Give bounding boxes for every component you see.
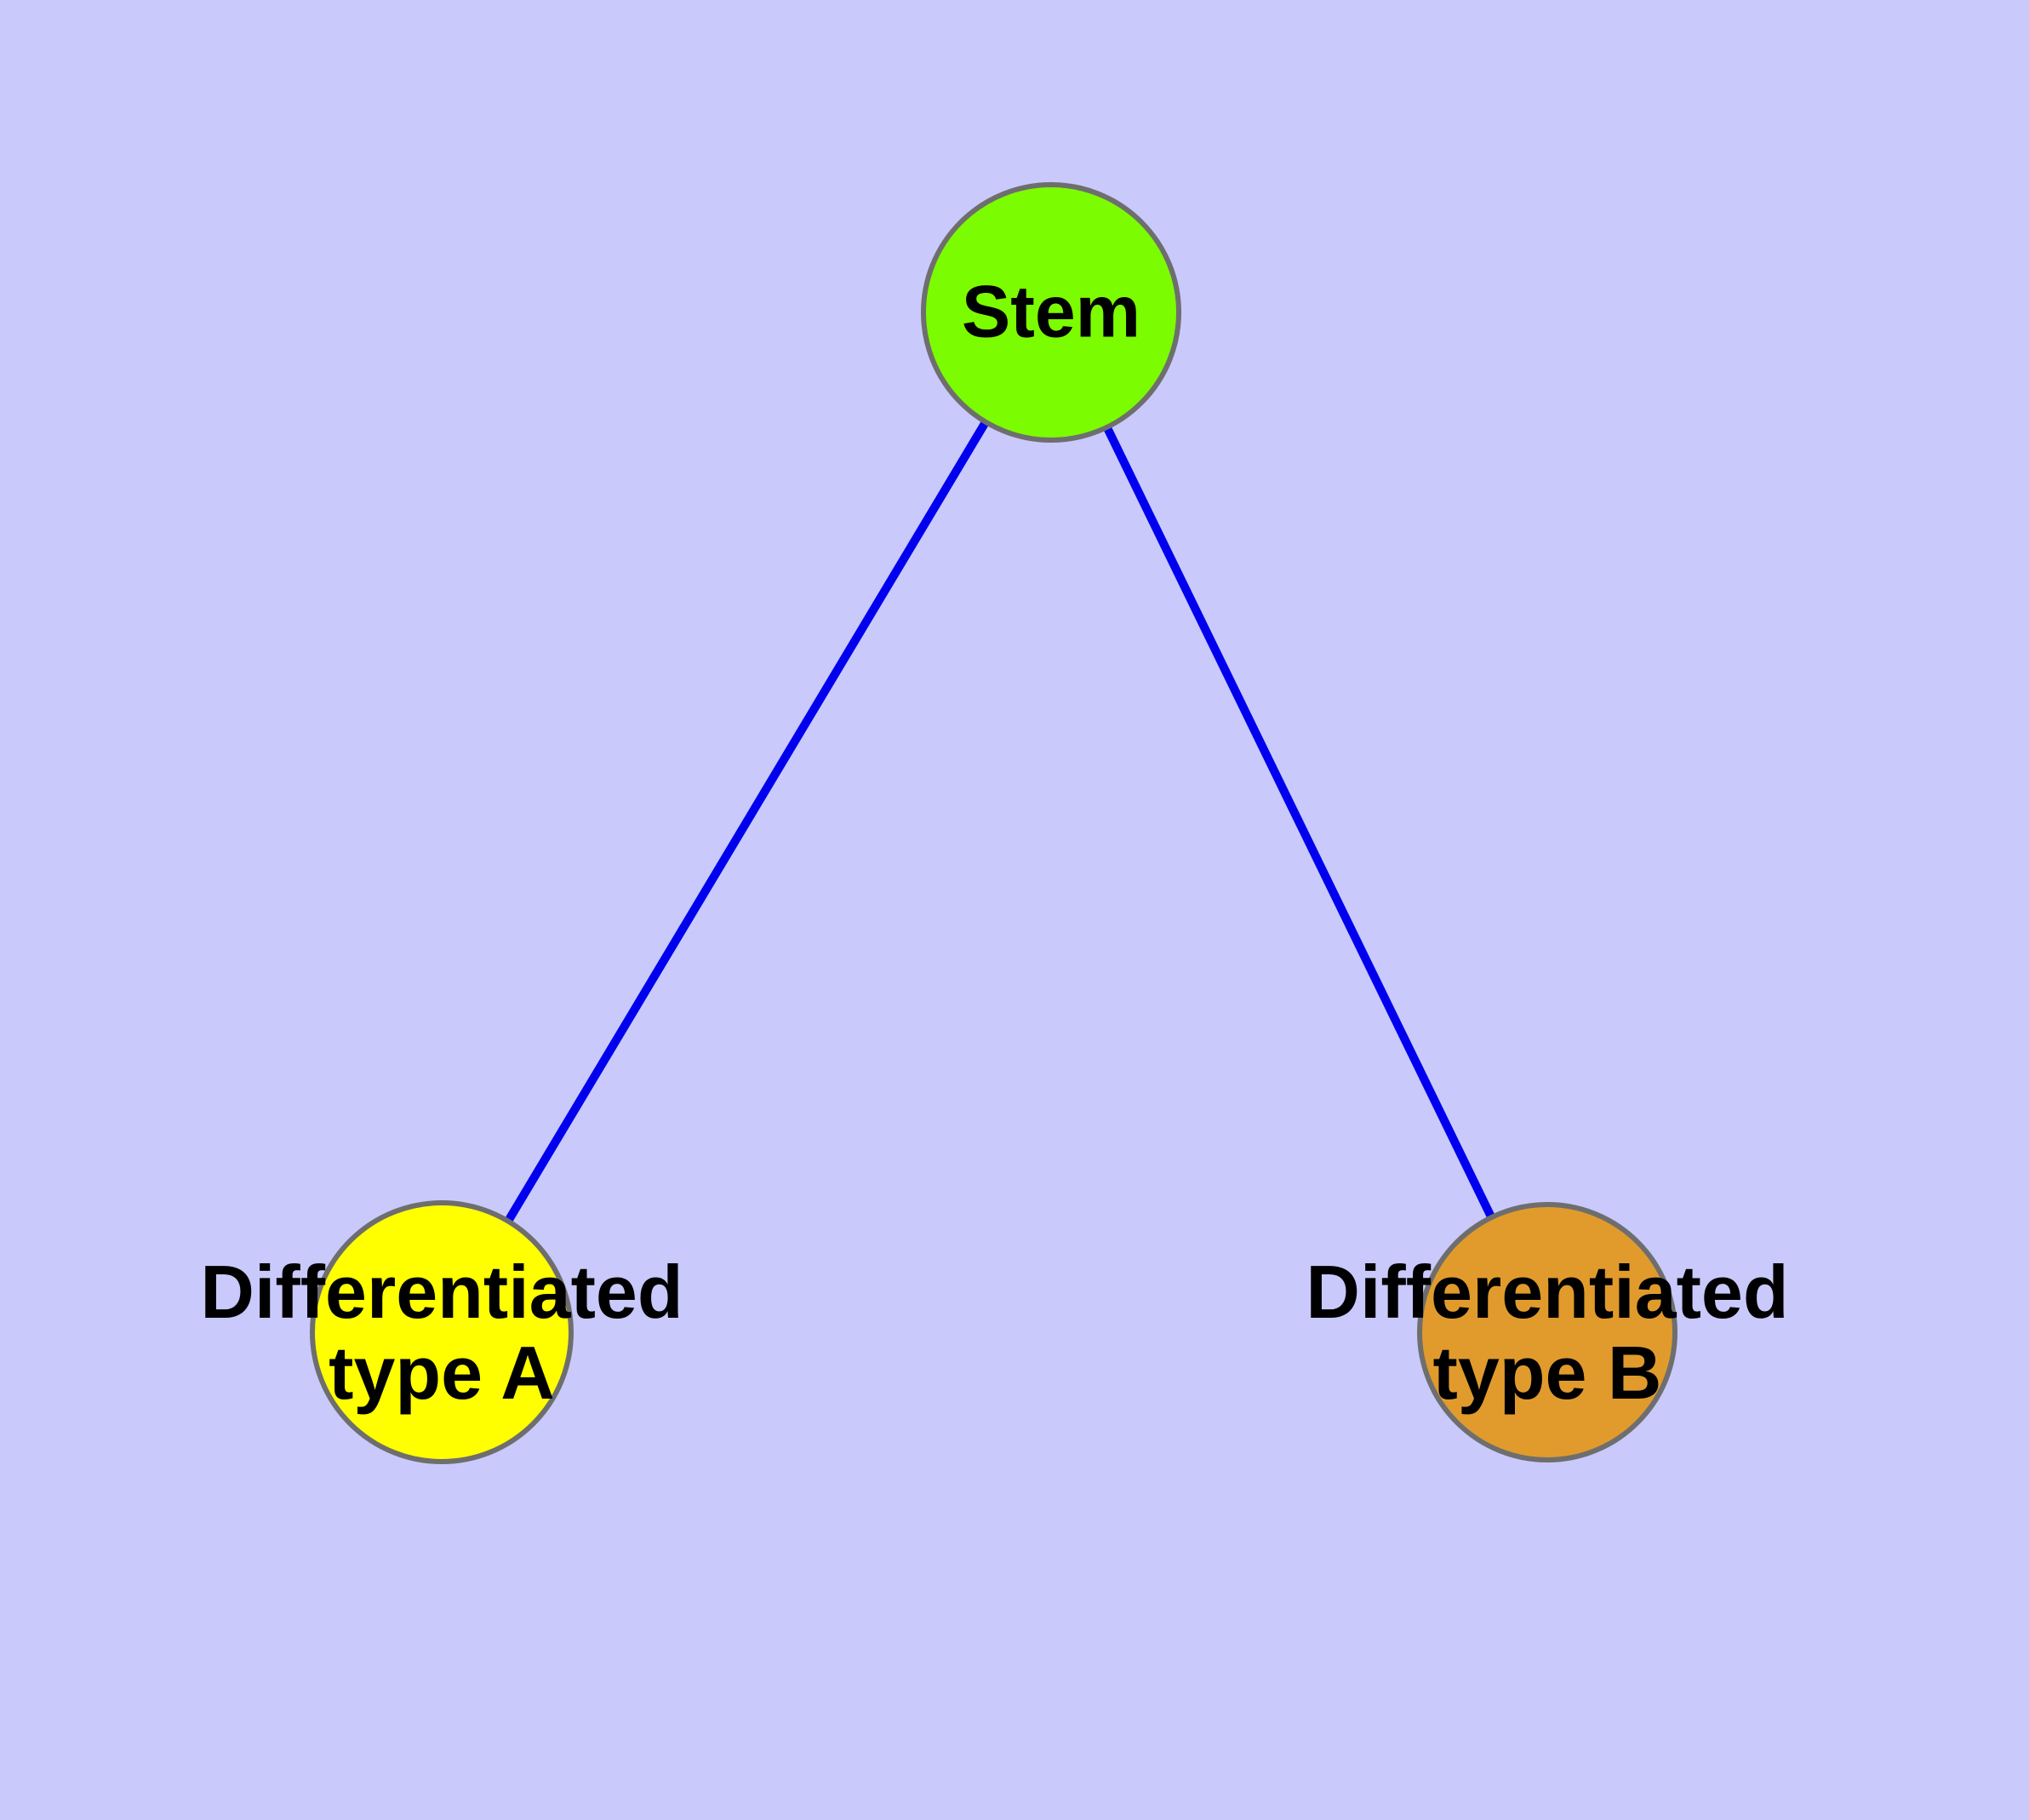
graph-node-stem[interactable]	[921, 182, 1181, 443]
graph-edge	[1047, 310, 1552, 1335]
graph-edge	[437, 310, 1055, 1335]
graph-node-diff-a[interactable]	[310, 1200, 574, 1464]
nodes-layer	[310, 182, 1677, 1464]
edges-layer	[437, 310, 1552, 1335]
graph-node-diff-b[interactable]	[1417, 1202, 1677, 1462]
